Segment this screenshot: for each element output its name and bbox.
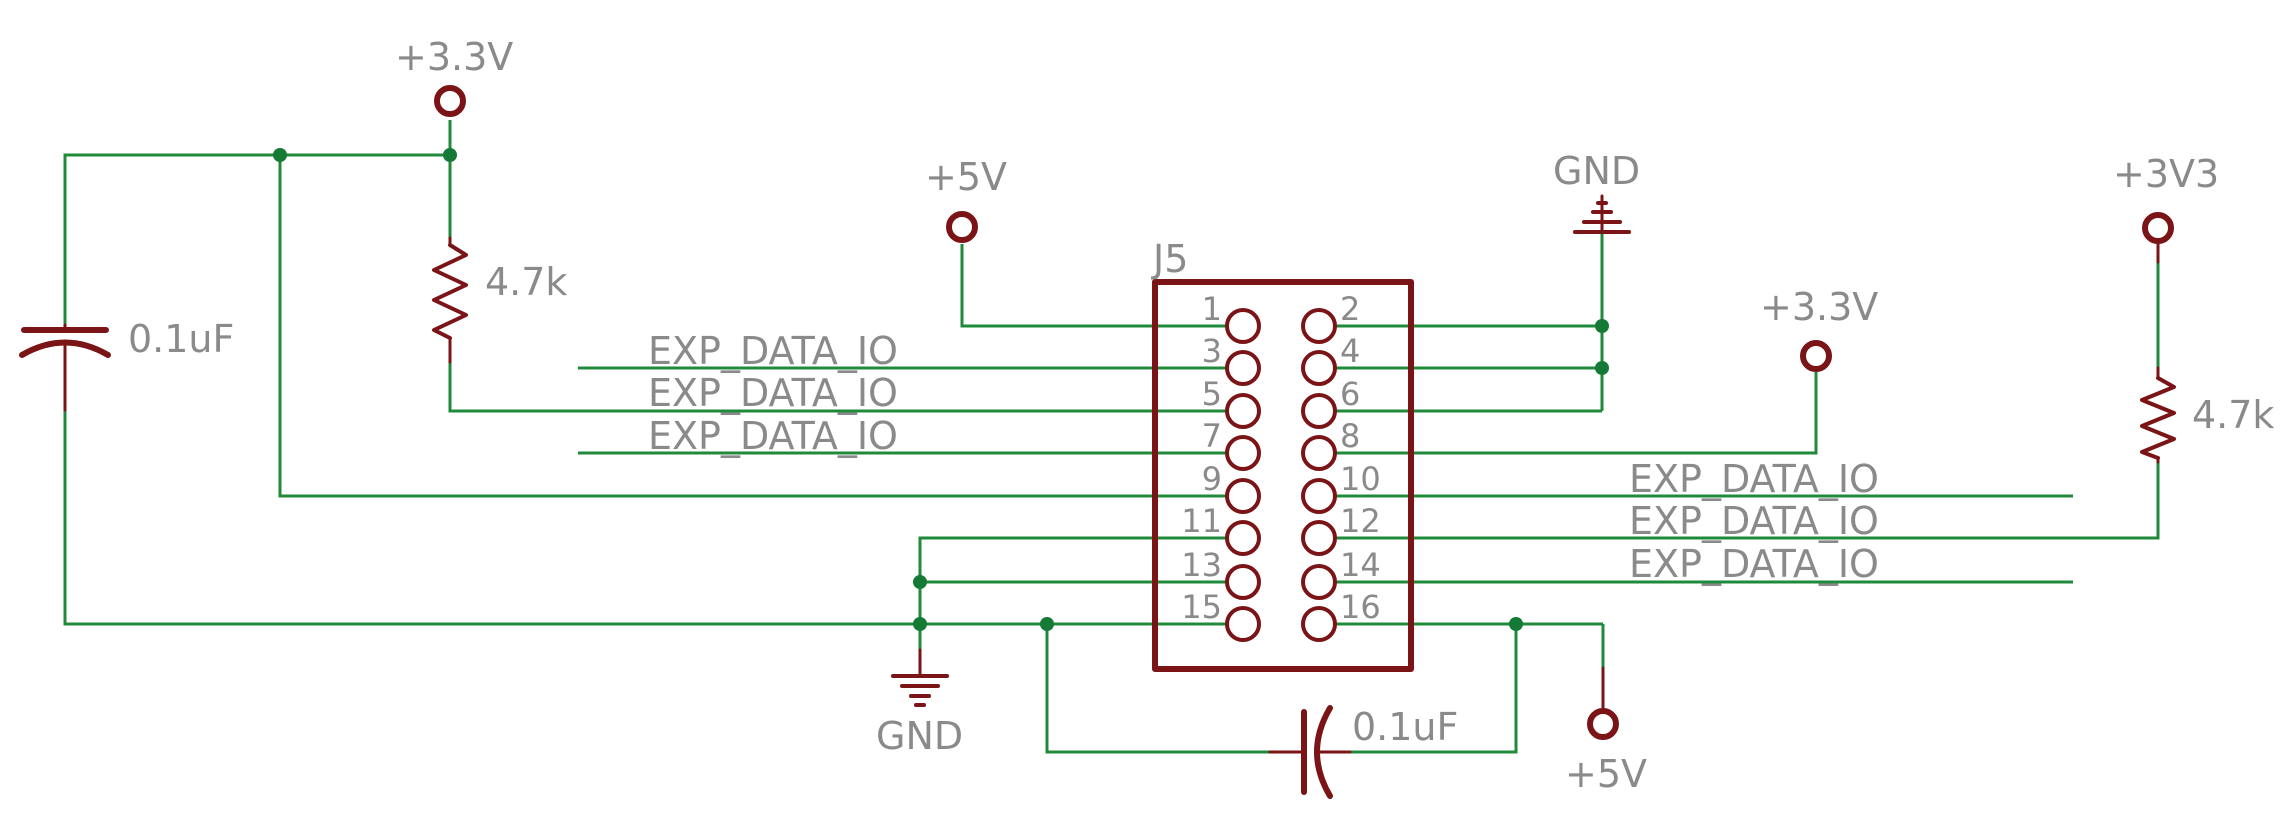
pin-4-number: 4 (1340, 332, 1360, 370)
pin-13-pad (1225, 564, 1261, 600)
wires (63, 120, 2160, 754)
power-label: GND (876, 714, 963, 758)
power-terminal-icon (1800, 340, 1832, 372)
power-terminal-icon (2142, 212, 2174, 244)
pin-13-number: 13 (1181, 546, 1222, 584)
wire-r1-to-pin5 (448, 362, 1226, 413)
resistor-left-value: 4.7k (485, 260, 567, 304)
power-gnd-top: GND (1553, 149, 1640, 234)
wire-pin11-gnd (918, 536, 1226, 676)
pin-6-pad (1301, 393, 1337, 429)
power-label: +3.3V (395, 35, 513, 79)
pin-1-pad (1225, 308, 1261, 344)
pin-15-pad (1225, 606, 1261, 642)
resistor-left: 4.7k (432, 236, 567, 364)
power-label: GND (1553, 149, 1640, 193)
wire-left-rail-top (63, 153, 450, 325)
pin-9-pad (1225, 478, 1261, 514)
junction-dot (913, 575, 927, 589)
wire-cap-bottom-left (1045, 624, 1304, 754)
junction-dot (273, 148, 287, 162)
power-label: +3V3 (2113, 152, 2219, 196)
pin-12-number: 12 (1340, 502, 1381, 540)
pin-10-pad (1301, 478, 1337, 514)
wire-r2-to-pin12 (1336, 462, 2160, 540)
pin-3-number: 3 (1202, 332, 1222, 370)
pin-9-number: 9 (1202, 460, 1222, 498)
wire-cap-bottom-right (1320, 624, 1518, 754)
pin-11-pad (1225, 520, 1261, 556)
power-3v3-top-left: +3.3V (395, 35, 513, 117)
cap-left-plate-curved (19, 339, 111, 358)
resistor-right: 4.7k (2140, 366, 2274, 464)
junction-dot (443, 148, 457, 162)
junction-dot (1509, 617, 1523, 631)
wire-5v-to-pin1 (960, 244, 1226, 328)
pin-7-number: 7 (1202, 417, 1222, 455)
pin-10-number: 10 (1340, 460, 1381, 498)
pin-5-pad (1225, 393, 1261, 429)
connector-label: J5 (1151, 237, 1188, 281)
pin-1-number: 1 (1202, 290, 1222, 328)
pin-11-number: 11 (1181, 502, 1222, 540)
cap-bottom-value: 0.1uF (1352, 705, 1458, 749)
junction-dot (1595, 361, 1609, 375)
junctions (273, 148, 1609, 631)
pin-14-pad (1301, 564, 1337, 600)
cap-left-value: 0.1uF (128, 317, 234, 361)
power-3v3-right: +3.3V (1760, 285, 1878, 372)
net-labels: EXP_DATA_IO EXP_DATA_IO EXP_DATA_IO EXP_… (648, 329, 1879, 586)
net-label-pin12: EXP_DATA_IO (1629, 499, 1879, 543)
net-label-pin5: EXP_DATA_IO (648, 371, 898, 415)
power-5v-top: +5V (925, 155, 1007, 243)
pin-12-pad (1301, 520, 1337, 556)
net-label-pin10: EXP_DATA_IO (1629, 457, 1879, 501)
pin-8-number: 8 (1340, 417, 1360, 455)
power-3v3-far-right: +3V3 (2113, 152, 2219, 264)
connector-body (1152, 279, 1414, 672)
wire-rail-to-pin9 (278, 155, 1226, 498)
wire-cap-left-to-gnd (63, 410, 1226, 626)
resistor-left-body (432, 243, 468, 340)
pin-15-number: 15 (1181, 588, 1222, 626)
net-label-pin3: EXP_DATA_IO (648, 329, 898, 373)
pin-5-number: 5 (1202, 375, 1222, 413)
power-label: +5V (925, 155, 1007, 199)
pin-6-number: 6 (1340, 375, 1360, 413)
pin-14-number: 14 (1340, 546, 1381, 584)
capacitor-bottom: 0.1uF (1268, 705, 1458, 799)
pin-4-pad (1301, 350, 1337, 386)
junction-dot (1040, 617, 1054, 631)
capacitor-left: 0.1uF (19, 317, 234, 412)
pin-16-number: 16 (1340, 588, 1381, 626)
wire-3v3-to-pin8 (1336, 370, 1818, 455)
pin-3-pad (1225, 350, 1261, 386)
cap-bottom-plate-curved (1314, 705, 1333, 799)
pin-2-number: 2 (1340, 290, 1360, 328)
net-label-pin7: EXP_DATA_IO (648, 414, 898, 458)
power-terminal-icon (946, 211, 978, 243)
pin-2-pad (1301, 308, 1337, 344)
resistor-right-value: 4.7k (2192, 393, 2274, 437)
power-gnd-bottom: GND (876, 648, 963, 758)
power-label: +5V (1565, 752, 1647, 796)
pin-8-pad (1301, 435, 1337, 471)
power-terminal-icon (1587, 708, 1619, 740)
resistor-right-body (2140, 376, 2176, 460)
junction-dot (913, 617, 927, 631)
power-terminal-icon (434, 85, 466, 117)
junction-dot (1595, 319, 1609, 333)
power-5v-bottom: +5V (1565, 666, 1647, 796)
power-label: +3.3V (1760, 285, 1878, 329)
net-label-pin14: EXP_DATA_IO (1629, 542, 1879, 586)
pin-7-pad (1225, 435, 1261, 471)
pin-16-pad (1301, 606, 1337, 642)
